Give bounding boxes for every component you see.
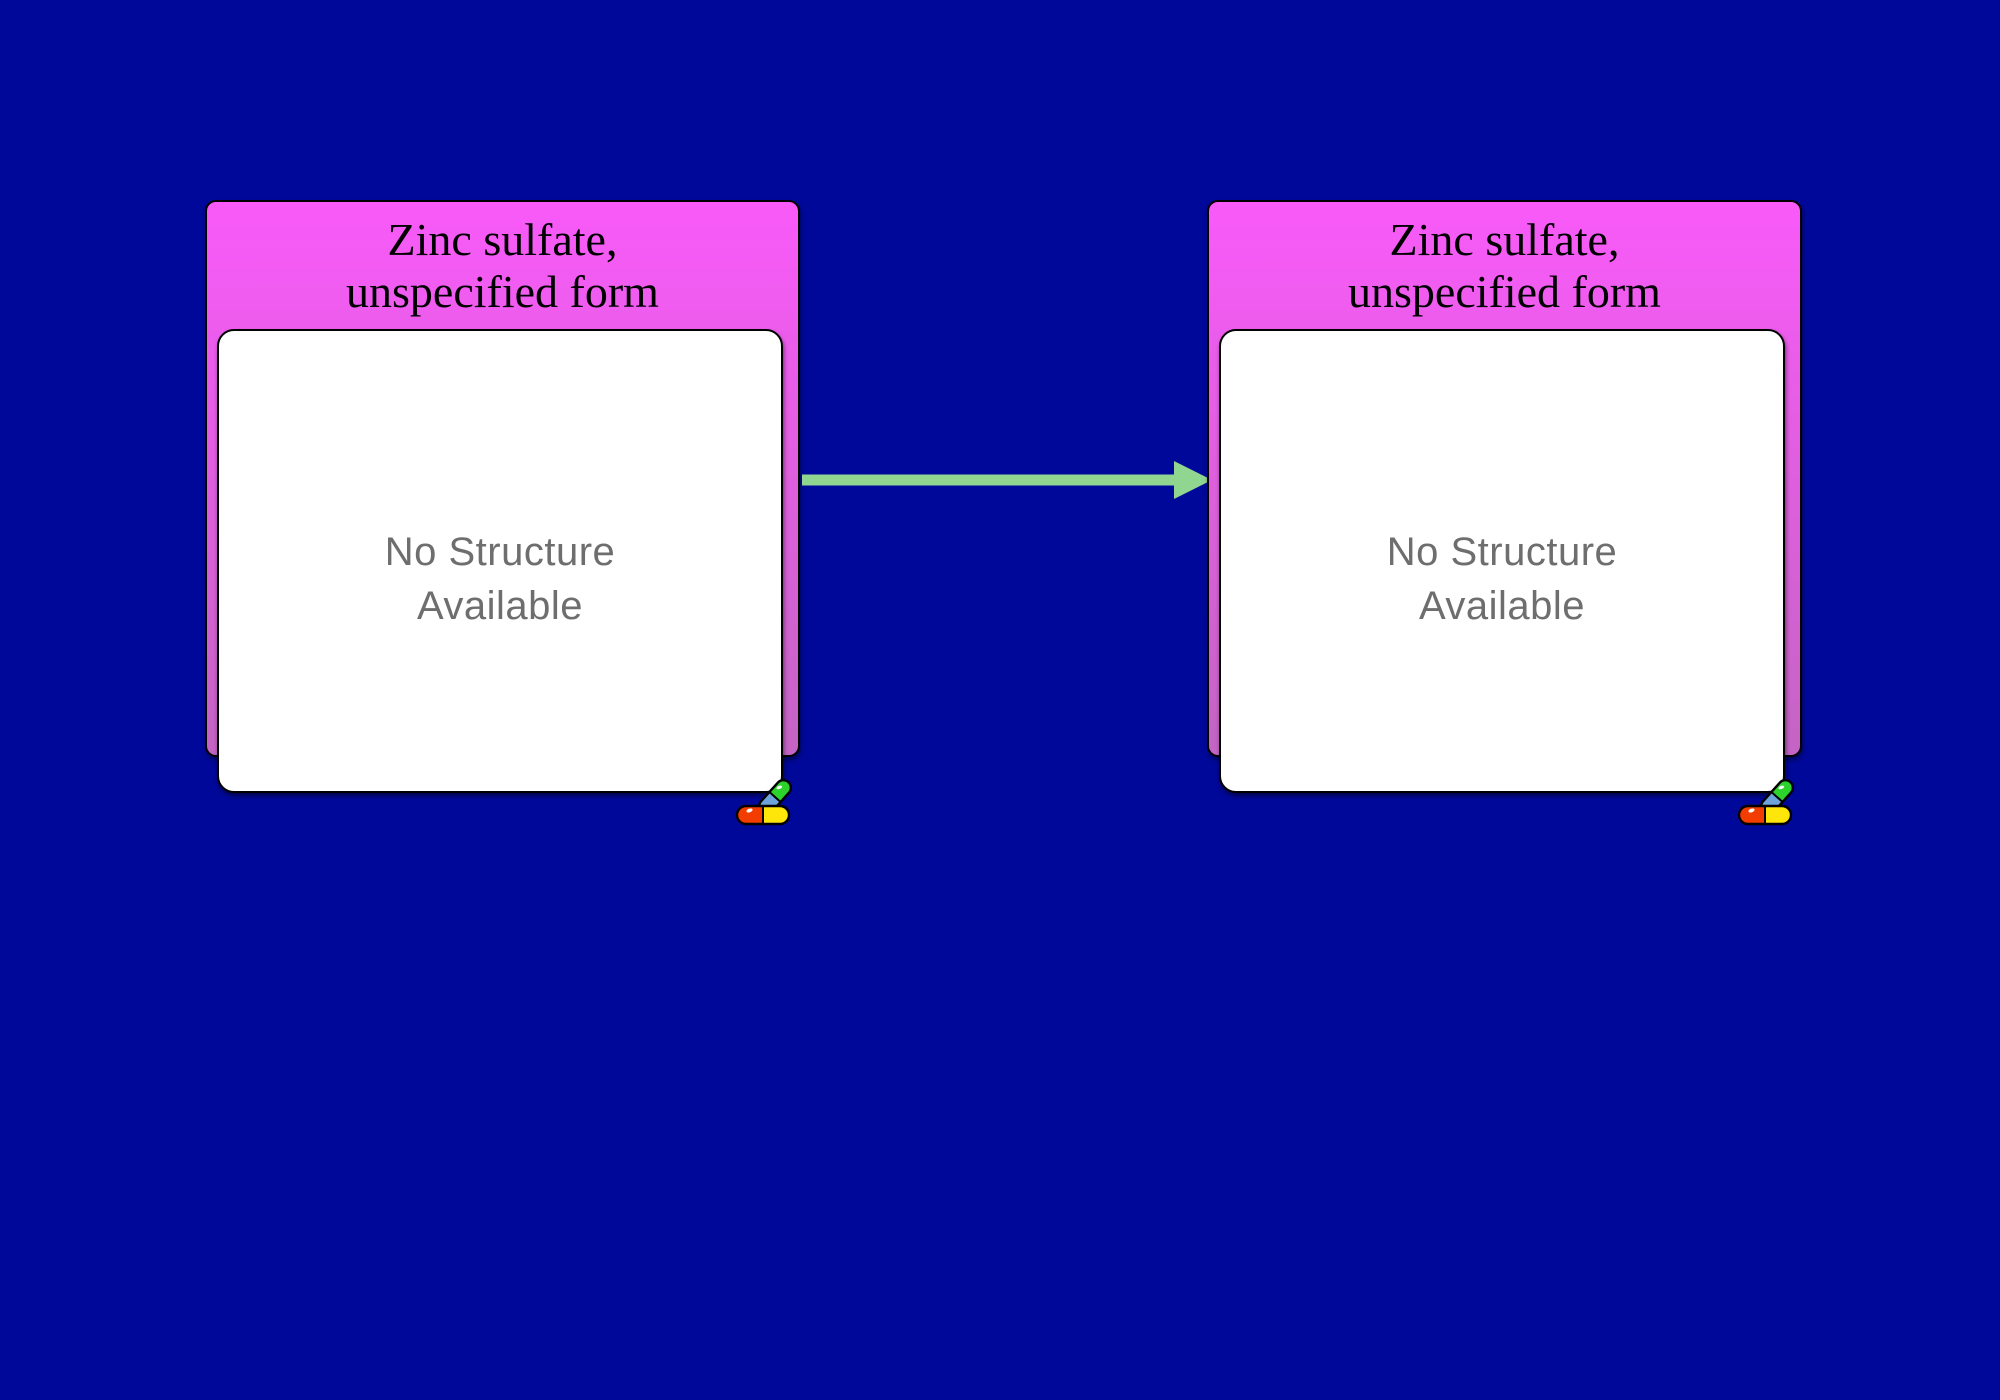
- no-structure-line2: Available: [416, 584, 584, 628]
- no-structure-text: No Structure Available: [385, 525, 616, 633]
- no-structure-line1: No Structure: [384, 530, 616, 574]
- no-structure-line1: No Structure: [1386, 530, 1618, 574]
- reaction-arrow-icon: [802, 461, 1212, 499]
- compound-title: Zinc sulfate, unspecified form: [1209, 214, 1800, 317]
- structure-panel: No Structure Available: [217, 329, 783, 793]
- drug-pill-icon: [1737, 779, 1795, 826]
- compound-title-line1: Zinc sulfate,: [387, 214, 618, 265]
- compound-node-right[interactable]: Zinc sulfate, unspecified form No Struct…: [1207, 200, 1802, 826]
- compound-title-line2: unspecified form: [346, 265, 659, 317]
- no-structure-text: No Structure Available: [1387, 525, 1618, 633]
- compound-title-line2: unspecified form: [1348, 265, 1661, 317]
- compound-title: Zinc sulfate, unspecified form: [207, 214, 798, 317]
- compound-title-line1: Zinc sulfate,: [1389, 214, 1620, 265]
- no-structure-line2: Available: [1418, 584, 1586, 628]
- compound-node-left[interactable]: Zinc sulfate, unspecified form No Struct…: [205, 200, 800, 826]
- structure-panel: No Structure Available: [1219, 329, 1785, 793]
- drug-pill-icon: [735, 779, 793, 826]
